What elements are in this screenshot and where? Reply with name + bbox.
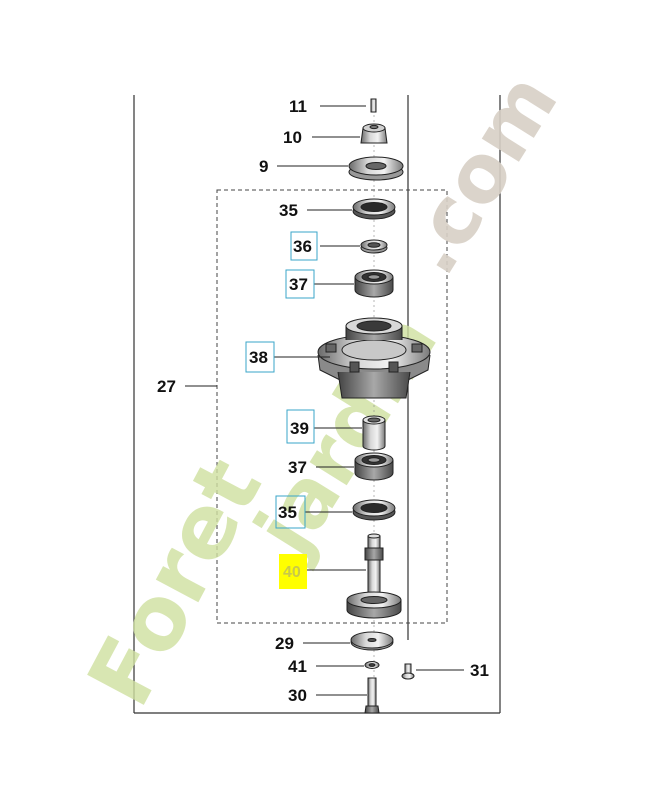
label-35-bottom[interactable]: 35 — [278, 503, 297, 522]
label-boxes — [245, 231, 318, 589]
label-box-39 — [286, 409, 315, 444]
leader-lines — [185, 105, 464, 696]
label-41[interactable]: 41 — [288, 657, 307, 676]
label-11[interactable]: 11 — [289, 97, 307, 116]
label-37-bottom[interactable]: 37 — [288, 458, 307, 477]
part-35-seal-top — [352, 198, 396, 220]
watermark-foret: Foret — [68, 442, 282, 722]
part-35-seal-bottom — [352, 499, 396, 521]
part-36-spacer — [360, 239, 388, 254]
label-9[interactable]: 9 — [259, 157, 268, 176]
label-30[interactable]: 30 — [288, 686, 307, 705]
part-37-bearing-top — [354, 269, 394, 298]
part-31-screw — [401, 663, 415, 680]
label-box-38 — [245, 341, 275, 373]
label-box-36 — [290, 231, 318, 261]
label-31[interactable]: 31 — [470, 661, 489, 680]
part-29-disc — [350, 631, 394, 651]
label-38[interactable]: 38 — [249, 348, 268, 367]
label-box-35 — [275, 495, 306, 529]
label-27[interactable]: 27 — [157, 377, 176, 396]
label-29[interactable]: 29 — [275, 634, 294, 653]
part-41-lock-washer — [364, 661, 380, 669]
watermark-dotcom: .com — [382, 57, 575, 290]
label-highlight-40 — [279, 554, 307, 589]
part-labels: 11 10 9 35 36 37 38 27 39 37 35 40 29 41… — [157, 97, 489, 705]
assembly-boundary-27 — [216, 189, 448, 624]
part-37-bearing-bottom — [354, 452, 394, 481]
label-39[interactable]: 39 — [290, 419, 309, 438]
label-37-top[interactable]: 37 — [289, 275, 308, 294]
label-10[interactable]: 10 — [283, 128, 302, 147]
part-11-pin — [370, 98, 377, 113]
label-box-37 — [285, 269, 315, 299]
part-9-washer — [348, 156, 404, 181]
part-39-sleeve — [362, 415, 386, 451]
part-10-nut — [360, 123, 388, 144]
part-40-shaft — [346, 533, 402, 619]
label-40[interactable]: 40 — [283, 564, 301, 581]
part-30-bolt — [364, 677, 380, 714]
label-35-top[interactable]: 35 — [279, 201, 298, 220]
part-38-spindle-housing — [317, 317, 431, 399]
label-36[interactable]: 36 — [293, 237, 312, 256]
